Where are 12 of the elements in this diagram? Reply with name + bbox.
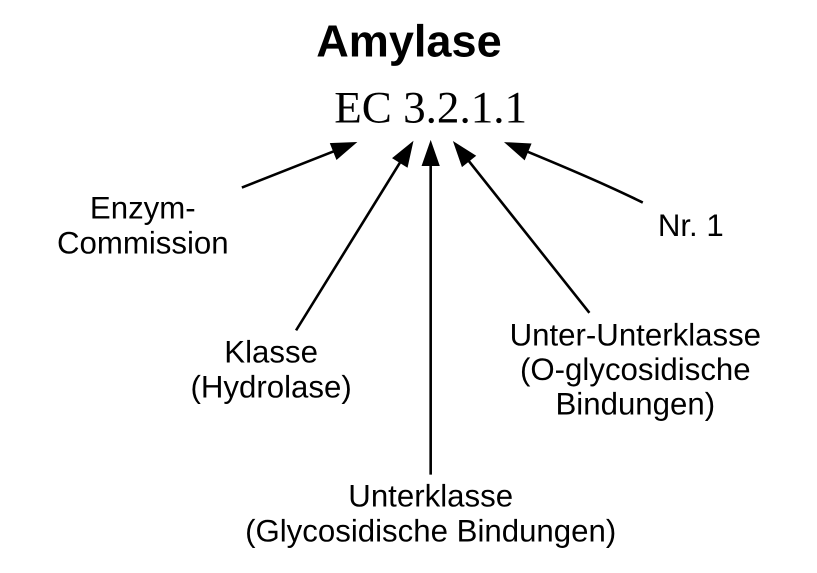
arrow [294,140,413,332]
node-text: Unterklasse (Glycosidische Bindungen) [244,478,616,548]
node-text: Klasse (Hydrolase) [190,334,352,404]
arrow [421,140,440,475]
arrow [503,142,643,204]
node-text: Unter-Unterklasse (O-glycosidische Bindungen) [509,317,761,422]
arrow [240,142,357,189]
node-text: Nr. 1 [657,208,724,244]
arrow [452,141,590,314]
node-text: EC 3.2.1.1 [334,82,527,132]
node-text: Enzym- Commission [56,190,228,260]
diagram-title: Amylase [316,15,502,66]
